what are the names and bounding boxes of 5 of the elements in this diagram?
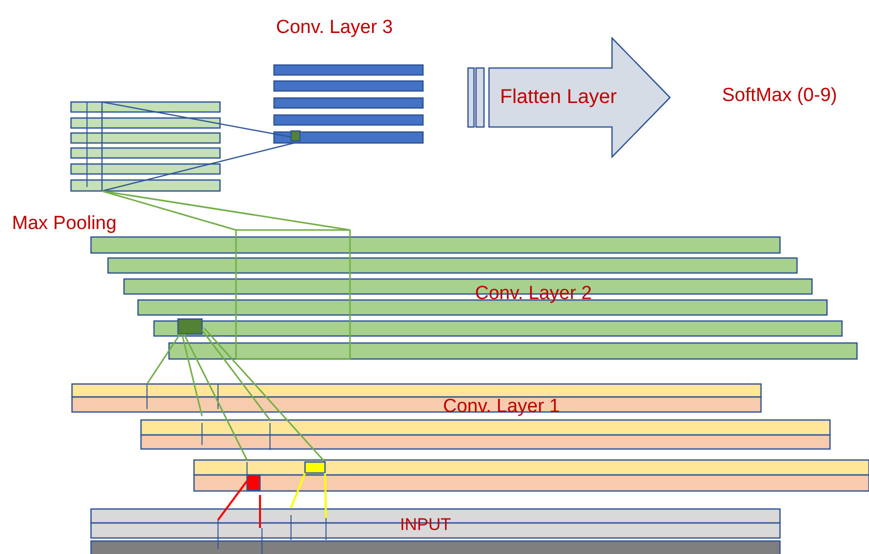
layer-label: Flatten Layer bbox=[500, 87, 617, 107]
flatten-arrow bbox=[488, 37, 671, 158]
layer-title: Max Pooling bbox=[12, 214, 117, 233]
output-label: SoftMax (0-9) bbox=[722, 86, 838, 105]
layer-title: Conv. Layer 3 bbox=[276, 18, 393, 37]
